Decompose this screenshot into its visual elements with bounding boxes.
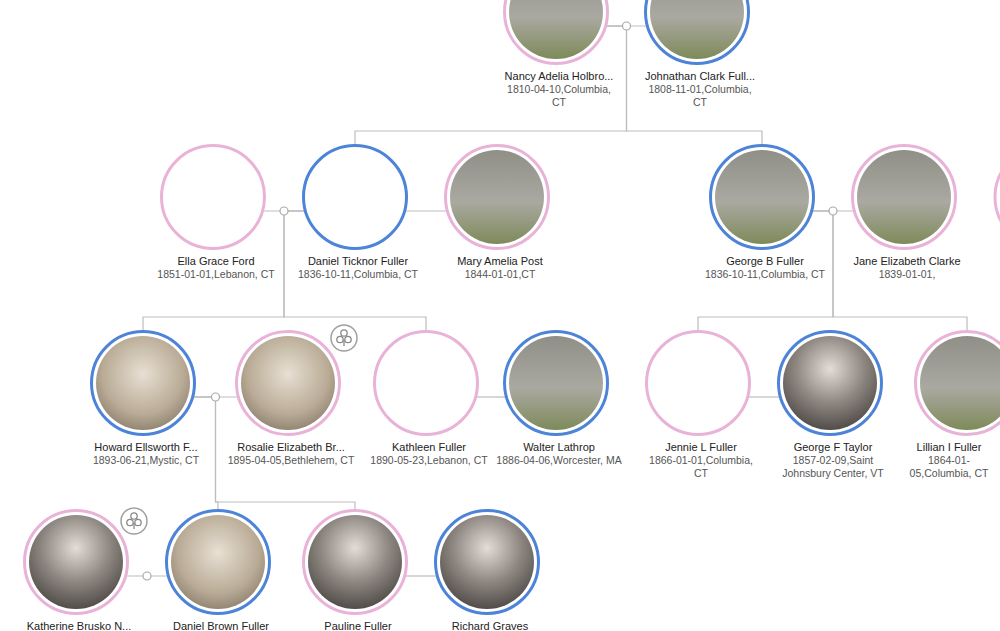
person-name: Pauline Fuller (324, 620, 391, 631)
person-circle: Richard Graves (434, 509, 540, 615)
birth-info: 1857-02-09,Saint Johnsbury Center, VT (775, 454, 891, 480)
person-name: Daniel Brown Fuller (173, 620, 269, 631)
portrait-photo (650, 0, 744, 59)
family-link (406, 210, 446, 211)
person-label: Daniel Ticknor Fuller1836-10-11,Columbia… (298, 255, 418, 281)
person-label: Richard Graves (452, 620, 528, 631)
person-label: Johnathan Clark Full...1808-11-01,Columb… (641, 70, 759, 109)
couple-dot (623, 22, 631, 30)
person-name: George F Taylor (775, 441, 891, 454)
person-name: Richard Graves (452, 620, 528, 631)
person-circle: Daniel Brown Fuller (165, 509, 271, 615)
person-circle: George F Taylor1857-02-09,Saint Johnsbur… (777, 330, 883, 436)
person-label: Walter Lathrop1886-04-06,Worcester, MA (496, 441, 621, 467)
person-name: Mary Amelia Post (457, 255, 543, 268)
portrait-photo (308, 515, 402, 609)
person-circle: Jane Elizabeth Clarke1839-01-01, (851, 144, 957, 250)
couple-dot (280, 207, 288, 215)
person-name: Daniel Ticknor Fuller (298, 255, 418, 268)
portrait-photo (715, 150, 809, 244)
portrait-photo (509, 0, 603, 59)
portrait-photo (29, 515, 123, 609)
person-label: Howard Ellsworth F...1893-06-21,Mystic, … (93, 441, 199, 467)
family-link (194, 397, 218, 509)
portrait-photo (783, 336, 877, 430)
family-link (477, 396, 505, 397)
person-circle: Ella Grace Ford1851-01-01,Lebanon, CT (160, 144, 266, 250)
person-name: Rosalie Elizabeth Br... (228, 441, 355, 454)
couple-dot (143, 572, 151, 580)
person-label: Jennie L Fuller1866-01-01,Columbia, CT (643, 441, 759, 480)
portrait-photo (440, 515, 534, 609)
birth-info: 1836-10-11,Columbia, CT (298, 268, 418, 281)
birth-info: 1866-01-01,Columbia, CT (643, 454, 759, 480)
person-label: Lillian I Fuller1864-01-05,Columbia, CT (899, 441, 999, 480)
person-label: Kathleen Fuller1890-05-23,Lebanon, CT (370, 441, 487, 467)
person-circle: Lillian I Fuller1864-01-05,Columbia, CT (914, 330, 1000, 436)
person-name: Ella Grace Ford (157, 255, 274, 268)
person-circle: Jennie L Fuller1866-01-01,Columbia, CT (645, 330, 751, 436)
birth-info: 1810-04-10,Columbia, CT (500, 83, 618, 109)
birth-info: 1893-06-21,Mystic, CT (93, 454, 199, 467)
person-circle: Daniel Ticknor Fuller1836-10-11,Columbia… (302, 144, 408, 250)
birth-info: 1864-01-05,Columbia, CT (899, 454, 999, 480)
family-link (749, 396, 779, 397)
person-name: Walter Lathrop (496, 441, 621, 454)
person-label: Katherine Brusko N... (27, 620, 132, 631)
person-label: George F Taylor1857-02-09,Saint Johnsbur… (775, 441, 891, 480)
person-name: Kathleen Fuller (370, 441, 487, 454)
birth-info: 1890-05-23,Lebanon, CT (370, 454, 487, 467)
birth-info: 1839-01-01, (854, 268, 961, 281)
person-label: Daniel Brown Fuller (173, 620, 269, 631)
birth-info: 1886-04-06,Worcester, MA (496, 454, 621, 467)
person-name: George B Fuller (705, 255, 825, 268)
portrait-photo (509, 336, 603, 430)
person-circle: Mary Amelia Post1844-01-01,CT (444, 144, 550, 250)
person-label: Jane Elizabeth Clarke1839-01-01, (854, 255, 961, 281)
person-label: Mary Amelia Post1844-01-01,CT (457, 255, 543, 281)
person-circle: George B Fuller1836-10-11,Columbia, CT (709, 144, 815, 250)
person-name: Howard Ellsworth F... (93, 441, 199, 454)
person-name: Jane Elizabeth Clarke (854, 255, 961, 268)
family-link (406, 575, 436, 576)
person-circle: Kathleen Fuller1890-05-23,Lebanon, CT (373, 330, 479, 436)
person-label: Pauline Fuller (324, 620, 391, 631)
clover-badge (331, 325, 357, 351)
birth-info: 1844-01-01,CT (457, 268, 543, 281)
person-circle: Katherine Brusko N... (23, 509, 129, 615)
clover-badge (121, 508, 147, 534)
person-circle: Walter Lathrop1886-04-06,Worcester, MA (503, 330, 609, 436)
person-circle: Johnathan Clark Full...1808-11-01,Columb… (644, 0, 750, 65)
person-label: George B Fuller1836-10-11,Columbia, CT (705, 255, 825, 281)
couple-dot (829, 207, 837, 215)
person-label: Nancy Adelia Holbro...1810-04-10,Columbi… (500, 70, 618, 109)
portrait-photo (857, 150, 951, 244)
birth-info: 1851-01-01,Lebanon, CT (157, 268, 274, 281)
person-name: Jennie L Fuller (643, 441, 759, 454)
portrait-photo (96, 336, 190, 430)
birth-info: 1836-10-11,Columbia, CT (705, 268, 825, 281)
person-name: Nancy Adelia Holbro... (500, 70, 618, 83)
birth-info: 1808-11-01,Columbia, CT (641, 83, 759, 109)
person-name: Lillian I Fuller (899, 441, 999, 454)
person-label: Ella Grace Ford1851-01-01,Lebanon, CT (157, 255, 274, 281)
portrait-photo (450, 150, 544, 244)
portrait-photo (171, 515, 265, 609)
person-circle: Pauline Fuller (302, 509, 408, 615)
person-name: Johnathan Clark Full... (641, 70, 759, 83)
portrait-photo (920, 336, 1000, 430)
person-name: Katherine Brusko N... (27, 620, 132, 631)
birth-info: 1895-04-05,Bethlehem, CT (228, 454, 355, 467)
couple-dot (212, 393, 220, 401)
portrait-photo (241, 336, 335, 430)
person-circle: Nancy Adelia Holbro...1810-04-10,Columbi… (503, 0, 609, 65)
person-circle: Rosalie Elizabeth Br...1895-04-05,Bethle… (235, 330, 341, 436)
person-label: Rosalie Elizabeth Br...1895-04-05,Bethle… (228, 441, 355, 467)
person-circle: Howard Ellsworth F...1893-06-21,Mystic, … (90, 330, 196, 436)
partial-circle (995, 146, 1000, 248)
